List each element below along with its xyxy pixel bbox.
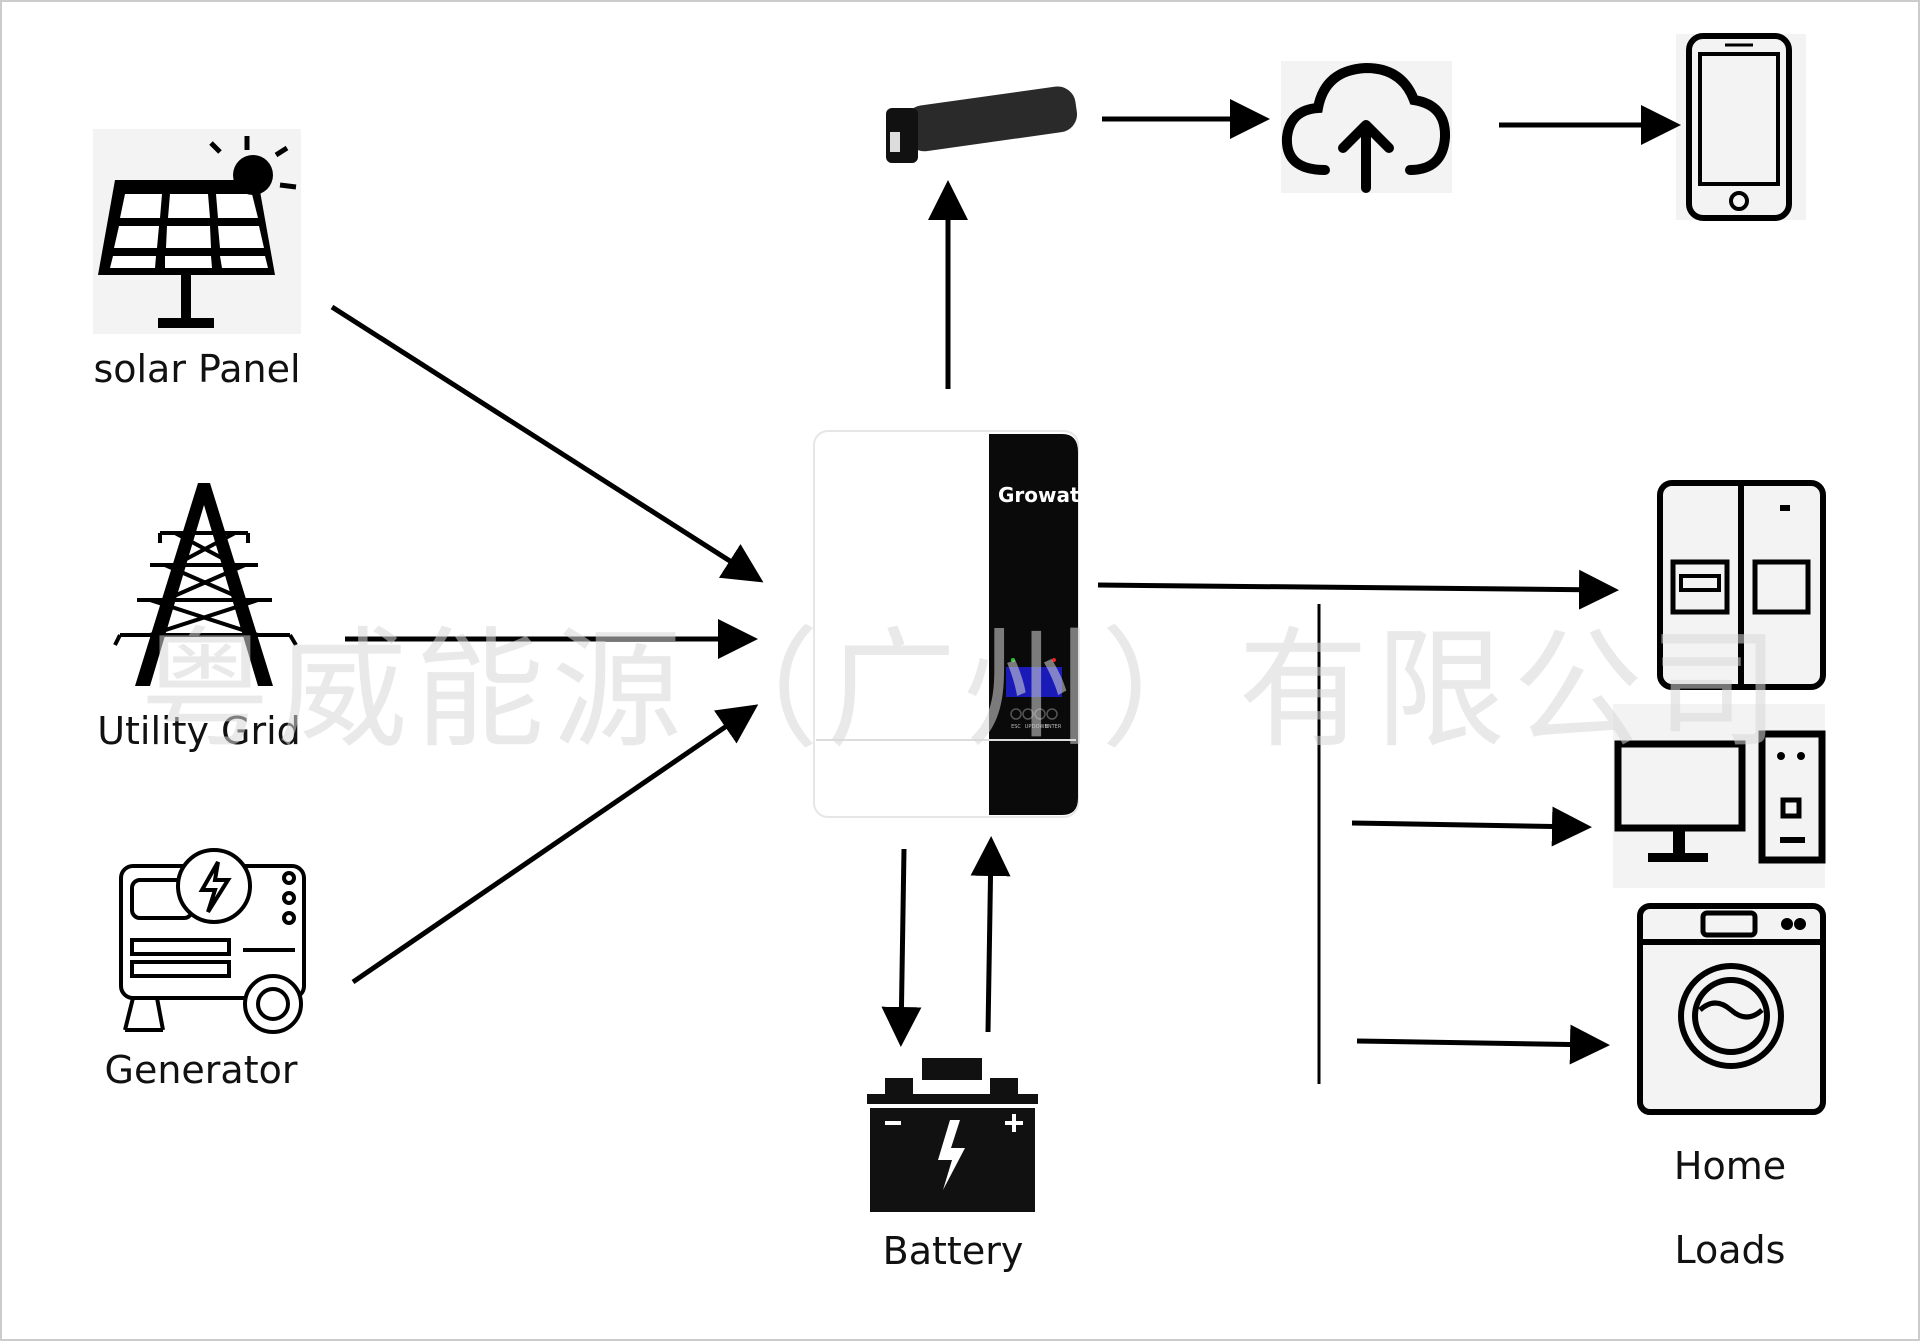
arrow-to-computer [1351, 806, 1592, 847]
arrow-inverter-to-battery [881, 848, 922, 1047]
lcd-screen [1006, 667, 1062, 697]
arrow-to-washer [1356, 1024, 1610, 1065]
generator-label: Generator [105, 1048, 298, 1092]
battery-icon [867, 1058, 1038, 1212]
inverter: Growatt ESC UP DOWN ENTER [813, 430, 1090, 818]
utility-tower-icon [113, 483, 298, 686]
generator-icon [119, 848, 306, 1034]
down-button-label: DOWN [1032, 724, 1049, 730]
enter-button-label: ENTER [1045, 724, 1062, 730]
esc-button-label: ESC [1011, 724, 1021, 730]
inverter-front-panel [989, 434, 1078, 815]
refrigerator-icon [1657, 480, 1826, 690]
arrow-battery-to-inverter [970, 836, 1011, 1033]
smartphone-icon [1676, 33, 1806, 221]
arrow-inverter-to-fridge [1097, 569, 1619, 610]
washing-machine-icon [1637, 903, 1826, 1115]
battery-label: Battery [883, 1229, 1024, 1273]
arrow-generator-to-inverter [351, 704, 759, 985]
cloud-upload-icon [1281, 61, 1452, 193]
desktop-computer-icon [1613, 704, 1826, 888]
brand-logo: Growatt [998, 483, 1090, 507]
arrow-solar-to-inverter [330, 304, 764, 583]
solar-panel-icon [93, 129, 301, 334]
home-loads-label-2: Loads [1675, 1228, 1786, 1272]
utility-grid-label: Utility Grid [97, 709, 301, 753]
solar-panel-label: solar Panel [93, 347, 300, 391]
up-button-label: UP [1025, 724, 1032, 730]
home-loads-label-1: Home [1674, 1144, 1786, 1188]
wifi-dongle-icon [886, 86, 1078, 163]
